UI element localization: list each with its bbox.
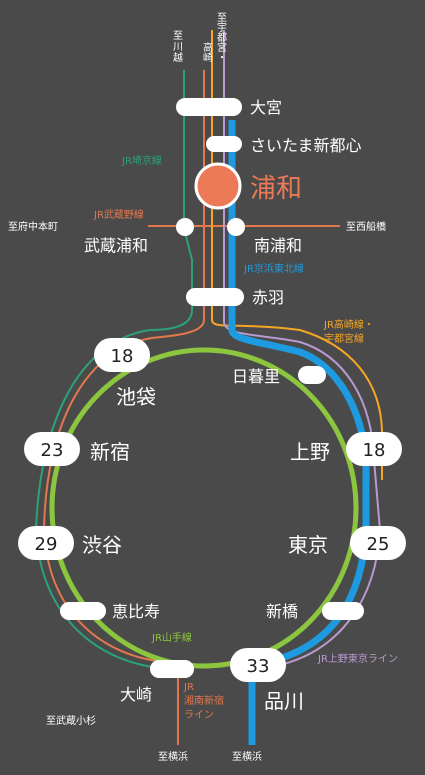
omiya-pill [176, 98, 242, 116]
ebisu-label: 恵比寿 [112, 602, 160, 621]
shinagawa-label: 品川 [264, 689, 304, 713]
takasaki-line-label-2: 宇都宮線 [324, 332, 364, 345]
keihin-tohoku-line-label: JR京浜東北線 [243, 262, 304, 275]
shinbashi-label: 新橋 [266, 602, 298, 621]
nishi-funabashi-destination: 至西船橋 [346, 220, 386, 233]
akabane-pill [186, 288, 244, 306]
shinjuku-label: 新宿 [90, 440, 130, 464]
tokyo-badge [350, 526, 406, 560]
omiya-label: 大宮 [250, 98, 282, 117]
utsunomiya-destination-2: 高崎 [201, 41, 213, 62]
osaki-pill [150, 660, 194, 678]
ueno-label: 上野 [290, 440, 330, 464]
musashino-line-label: JR武蔵野線 [93, 208, 144, 221]
akabane-label: 赤羽 [252, 288, 284, 307]
yamanote-line [49, 347, 359, 669]
ueno-minutes: 18 [363, 440, 386, 461]
fuchu-hommachi-destination: 至府中本町 [8, 220, 58, 233]
ueno-badge [346, 432, 402, 466]
tokyo-label: 東京 [288, 533, 328, 557]
ebisu-pill [60, 602, 106, 620]
shonan-shinjuku-label-3: ライン [184, 709, 214, 721]
tokyo-minutes: 25 [367, 534, 390, 555]
urawa-label: 浦和 [250, 174, 302, 204]
shibuya-badge [18, 526, 74, 560]
ikebukuro-badge [94, 338, 150, 372]
shinjuku-badge [24, 432, 80, 466]
nippori-pill [298, 366, 326, 384]
yokohama-destination-1: 至横浜 [158, 750, 188, 763]
minami-urawa-marker [227, 218, 245, 236]
ikebukuro-label: 池袋 [116, 385, 156, 409]
saitama-shintoshin-label: さいたま新都心 [250, 136, 362, 155]
ikebukuro-minutes: 18 [111, 346, 134, 367]
osaki-label: 大崎 [120, 685, 152, 704]
nippori-label: 日暮里 [232, 367, 280, 386]
shinagawa-badge [230, 648, 286, 682]
ueno-tokyo-line-label: JR上野東京ライン [317, 652, 398, 665]
musashi-urawa-marker [176, 218, 194, 236]
utsunomiya-destination-1: 至宇都宮・ [215, 12, 227, 62]
musashi-urawa-label: 武蔵浦和 [84, 236, 148, 255]
yamanote-line-label: JR山手線 [151, 631, 192, 644]
takasaki-line-label-1: JR高崎線・ [323, 318, 374, 331]
shinagawa-minutes: 33 [247, 656, 270, 677]
shinjuku-minutes: 23 [41, 440, 64, 461]
shonan-shinjuku-label-1: JR [183, 682, 194, 693]
keihin-tohoku-line [228, 120, 370, 745]
urawa-marker [194, 162, 242, 210]
shibuya-minutes: 29 [35, 534, 58, 555]
saikyo-line [34, 70, 193, 673]
shonan-shinjuku-label-2: 湘南新宿 [184, 694, 224, 707]
saikyo-line-label: JR埼京線 [121, 154, 162, 167]
minami-urawa-label: 南浦和 [254, 236, 302, 255]
takasaki-utsunomiya-line [211, 30, 383, 480]
kawagoe-destination: 至川越 [171, 30, 183, 63]
shinbashi-pill [322, 602, 364, 620]
musashi-kosugi-destination: 至武蔵小杉 [46, 714, 96, 727]
yokohama-destination-2: 至横浜 [232, 750, 262, 763]
saitama-shintoshin-pill [206, 136, 242, 152]
shibuya-label: 渋谷 [82, 533, 122, 557]
ueno-tokyo-line [223, 30, 382, 669]
